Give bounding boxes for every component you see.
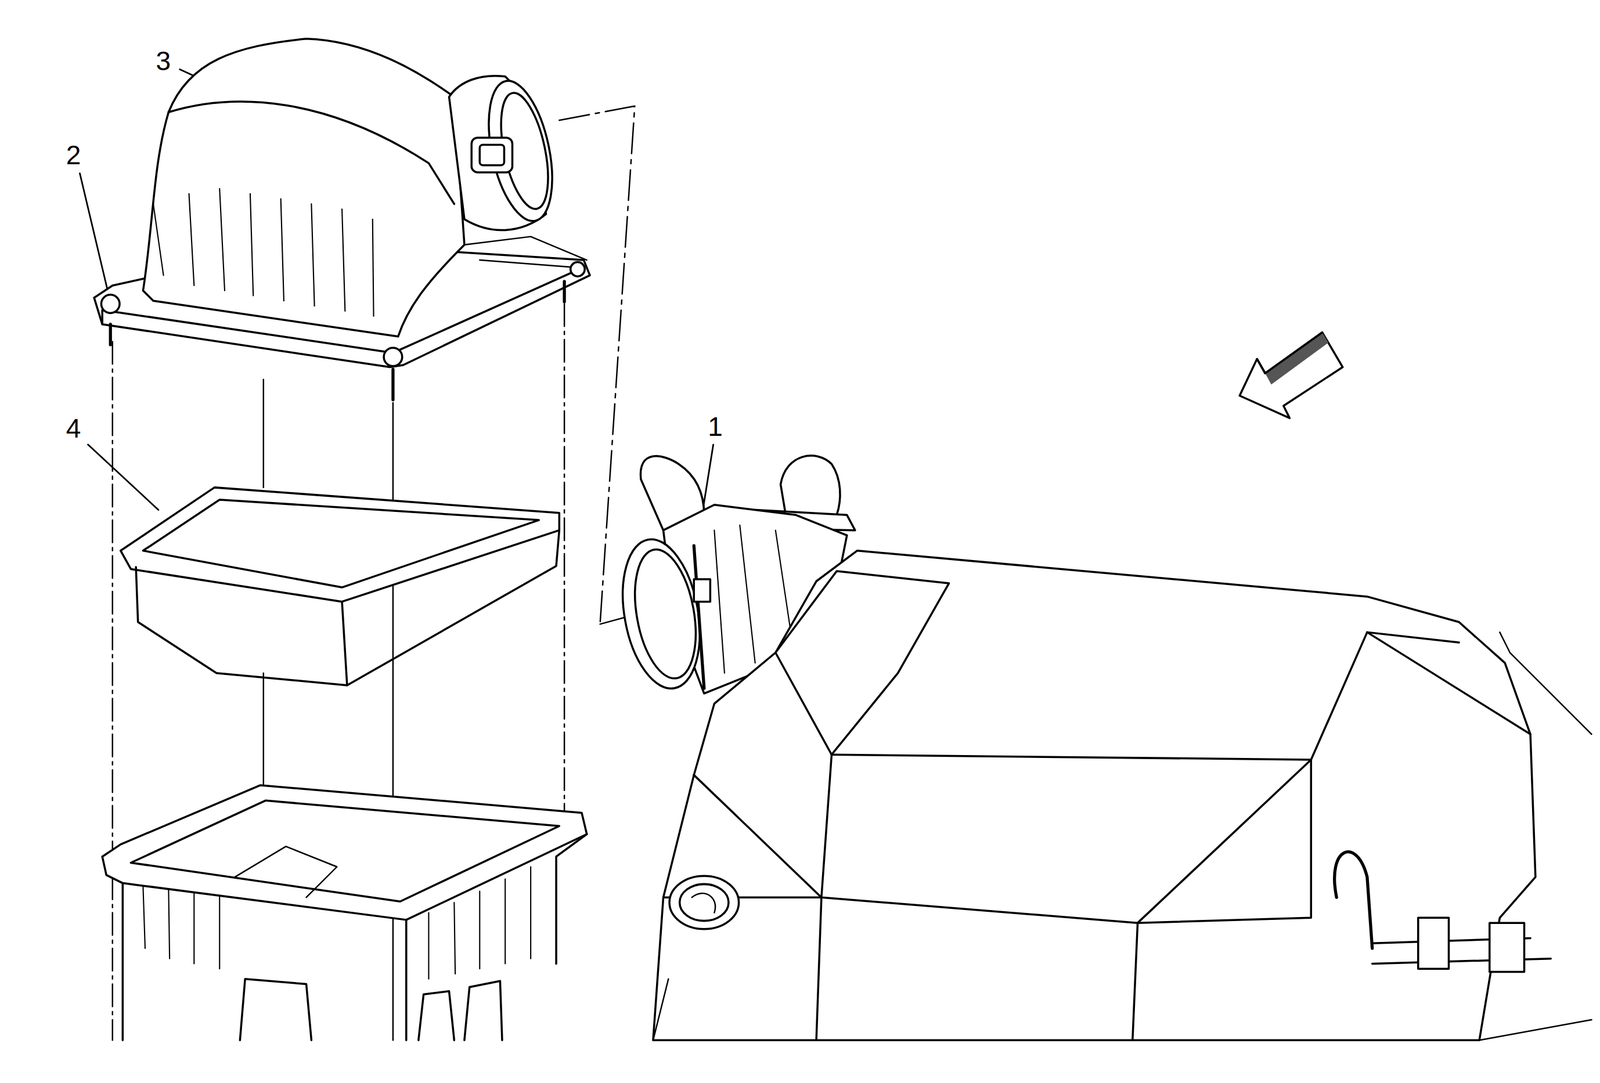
callout-number: 1 xyxy=(707,413,723,441)
air-filter-element xyxy=(120,487,560,686)
callout-number: 2 xyxy=(66,141,82,169)
callout-number: 3 xyxy=(155,47,171,75)
engine-cover xyxy=(653,550,1592,1041)
callout-number: 4 xyxy=(66,415,82,442)
lower-air-cleaner-housing xyxy=(102,785,587,1041)
direction-arrow xyxy=(1239,332,1343,419)
upper-air-cleaner-housing xyxy=(94,38,590,400)
